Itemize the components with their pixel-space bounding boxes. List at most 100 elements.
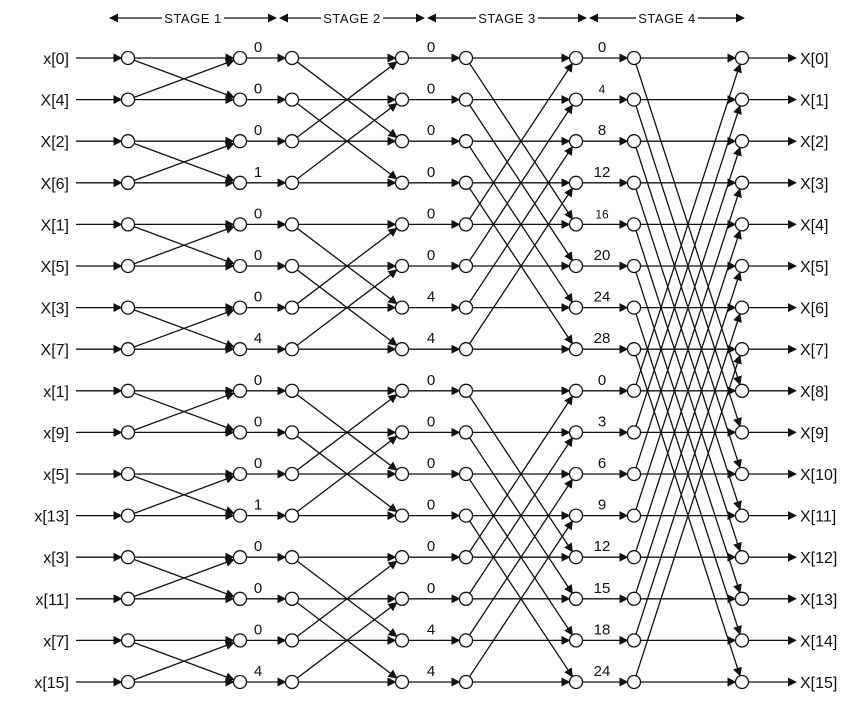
butterfly-node	[568, 550, 584, 565]
signal-line	[133, 641, 235, 681]
butterfly-node	[568, 466, 584, 482]
twiddle-label: 0	[427, 413, 435, 430]
butterfly-node	[232, 425, 248, 440]
butterfly-node	[568, 633, 584, 648]
butterfly-node	[626, 674, 642, 690]
butterfly-node	[120, 550, 136, 565]
twiddle-label: 0	[427, 39, 435, 56]
butterfly-node	[232, 217, 248, 232]
twiddle-label: 4	[427, 330, 435, 347]
signal-line	[296, 102, 398, 180]
butterfly-node	[734, 383, 750, 398]
signal-line	[469, 478, 573, 636]
butterfly-node	[568, 342, 584, 357]
signal-line	[469, 520, 573, 677]
signal-line	[133, 58, 235, 98]
butterfly-node	[734, 258, 750, 274]
butterfly-node	[394, 217, 410, 232]
twiddle-label: 0	[254, 247, 262, 264]
twiddle-label: 0	[427, 372, 435, 389]
butterfly-node	[284, 50, 300, 66]
butterfly-node	[284, 633, 300, 648]
twiddle-label: 1	[254, 164, 262, 181]
butterfly-node	[120, 342, 136, 357]
signal-line	[635, 146, 742, 469]
twiddle-label: 24	[594, 663, 611, 680]
butterfly-node	[458, 134, 474, 149]
twiddle-label: 16	[595, 207, 609, 221]
butterfly-node	[232, 508, 248, 523]
butterfly-node	[568, 50, 584, 66]
butterfly-node	[458, 633, 474, 648]
butterfly-node	[394, 674, 410, 690]
butterfly-node	[394, 425, 410, 440]
butterfly-node	[284, 217, 300, 232]
signal-line	[469, 145, 573, 303]
butterfly-node	[626, 134, 642, 149]
twiddle-label: 0	[254, 81, 262, 98]
input-label: x[5]	[43, 467, 69, 484]
twiddle-label: 0	[427, 455, 435, 472]
butterfly-node	[120, 591, 136, 606]
butterfly-node	[734, 175, 750, 190]
butterfly-node	[568, 508, 584, 523]
output-label: X[9]	[800, 425, 828, 442]
butterfly-node	[394, 633, 410, 648]
stage-label: STAGE 3	[478, 11, 535, 26]
output-label: X[1]	[800, 93, 828, 110]
twiddle-label: 0	[598, 372, 606, 389]
butterfly-node	[626, 258, 642, 274]
butterfly-node	[232, 550, 248, 565]
butterfly-node	[394, 175, 410, 190]
output-label: X[2]	[800, 134, 828, 151]
butterfly-node	[458, 300, 474, 315]
twiddle-label: 20	[594, 247, 611, 264]
butterfly-node	[458, 92, 474, 107]
butterfly-node	[626, 217, 642, 232]
butterfly-node	[120, 633, 136, 648]
butterfly-node	[568, 674, 584, 690]
twiddle-label: 12	[594, 538, 611, 555]
butterfly-node	[568, 217, 584, 232]
input-label: X[5]	[41, 259, 69, 276]
butterfly-node	[734, 591, 750, 606]
butterfly-node	[120, 425, 136, 440]
input-label: x[0]	[43, 51, 69, 68]
butterfly-node	[568, 425, 584, 440]
twiddle-label: 4	[254, 663, 262, 680]
butterfly-node	[120, 674, 136, 690]
twiddle-label: 0	[254, 580, 262, 597]
butterfly-node	[458, 550, 474, 565]
butterfly-node	[626, 425, 642, 440]
output-label: X[10]	[800, 467, 837, 484]
butterfly-node	[284, 342, 300, 357]
twiddle-label: 0	[427, 247, 435, 264]
twiddle-label: 0	[254, 289, 262, 306]
twiddle-label: 4	[254, 330, 262, 347]
output-label: X[12]	[800, 550, 837, 567]
twiddle-label: 0	[254, 413, 262, 430]
signal-line	[635, 229, 742, 552]
butterfly-node	[734, 342, 750, 357]
twiddle-label: 0	[427, 164, 435, 181]
butterfly-node	[734, 300, 750, 315]
twiddle-label: 24	[594, 289, 611, 306]
stage-label: STAGE 1	[164, 11, 221, 26]
output-label: X[8]	[800, 384, 828, 401]
input-label: X[4]	[41, 93, 69, 110]
butterfly-node	[232, 383, 248, 398]
butterfly-node	[568, 258, 584, 274]
input-label: X[1]	[41, 217, 69, 234]
signal-line	[469, 437, 573, 594]
twiddle-label: 0	[254, 39, 262, 56]
signal-line	[635, 63, 742, 385]
signal-line	[133, 308, 235, 348]
butterfly-node	[568, 92, 584, 107]
butterfly-node	[232, 674, 248, 690]
input-labels: x[0]X[4]X[2]X[6]X[1]X[5]X[3]X[7]x[1]x[9]…	[34, 51, 69, 692]
butterfly-node	[284, 674, 300, 690]
butterfly-node	[120, 92, 136, 107]
